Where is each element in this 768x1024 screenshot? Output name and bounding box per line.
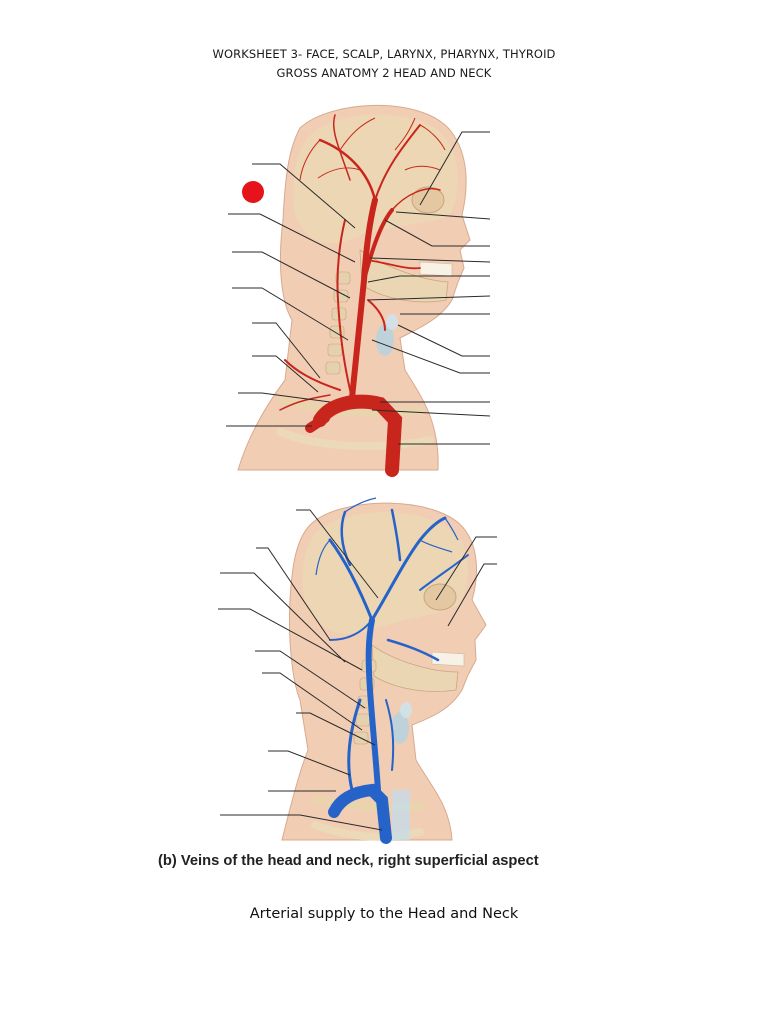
figure-b-caption: (b) Veins of the head and neck, right su… [158,852,539,869]
vein-network [328,508,469,844]
thyroid-a [376,324,394,356]
larynx-a [386,314,398,330]
trachea-b [392,790,410,840]
mandible-b [371,644,459,692]
artery-network [279,114,441,477]
section-title: Arterial supply to the Head and Neck [249,906,519,922]
worksheet-subtitle: GROSS ANATOMY 2 HEAD AND NECK [276,66,492,80]
red-marker [242,181,264,203]
orbit-a [411,186,445,214]
vein-branches-fine [315,497,459,576]
leader-lines-right-b [435,536,497,627]
teeth-b [431,651,465,667]
thyroid-b [391,712,409,744]
artery-branches-fine [299,117,446,181]
leader-lines-left-b [218,509,383,831]
leader-lines-left-a [226,163,356,427]
larynx-b [400,702,412,718]
rib-a [276,428,434,451]
orbit-b [423,583,457,611]
leader-lines-right-a [367,131,491,445]
worksheet-title: WORKSHEET 3- FACE, SCALP, LARYNX, PHARYN… [212,47,556,61]
